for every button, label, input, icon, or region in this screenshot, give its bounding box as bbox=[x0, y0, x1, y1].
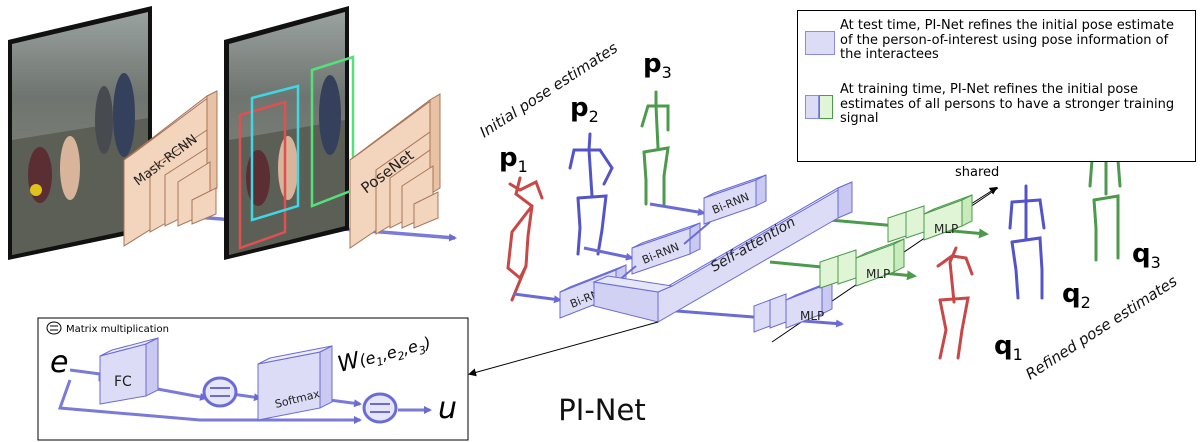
input-image bbox=[8, 6, 152, 260]
legend-train-text: At training time, PI-Net refines the ini… bbox=[840, 82, 1175, 126]
q1-label: q1 bbox=[994, 331, 1023, 364]
inset-pointer-arrow bbox=[468, 321, 659, 377]
pose-p1-figure bbox=[506, 176, 544, 302]
matmul-legend-icon bbox=[46, 321, 62, 335]
mlp-block-green-2: MLP bbox=[887, 194, 973, 243]
e-label: e bbox=[50, 345, 68, 380]
diagram-title: PI-Net bbox=[558, 393, 646, 427]
svg-text:MLP: MLP bbox=[934, 222, 958, 236]
p3-label: p3 bbox=[643, 49, 672, 82]
initial-poses-label: Initial pose estimates bbox=[476, 39, 621, 142]
mask-rcnn-block: Mask-RCNN bbox=[123, 90, 218, 247]
p2-label: p2 bbox=[570, 93, 599, 126]
matmul-op-1 bbox=[202, 376, 238, 408]
input-arrow-2 bbox=[583, 246, 634, 261]
u-label: u bbox=[438, 391, 457, 426]
pose-q3-figure bbox=[1088, 146, 1122, 262]
legend-swatch-train bbox=[805, 95, 833, 119]
bi-rnn-block-2: Bi-RNN bbox=[631, 222, 701, 275]
pose-q2-figure bbox=[1008, 184, 1046, 300]
legend-test-text: At test time, PI-Net refines the initial… bbox=[840, 18, 1174, 62]
matmul-op-2 bbox=[362, 392, 398, 424]
legend-box: At test time, PI-Net refines the initial… bbox=[797, 10, 1196, 162]
shared-label: shared bbox=[955, 165, 999, 180]
mlp-block-green-1: MLP bbox=[819, 238, 905, 289]
p1-label: p1 bbox=[499, 143, 528, 176]
pose-p2-figure bbox=[568, 132, 614, 256]
self-attention-block: Self-attention bbox=[592, 181, 853, 323]
pose-p3-figure bbox=[640, 90, 670, 206]
red-bbox bbox=[238, 100, 287, 250]
svg-text:MLP: MLP bbox=[800, 309, 824, 323]
legend-swatch-test bbox=[805, 31, 835, 55]
bi-rnn-block-3: Bi-RNN bbox=[703, 174, 767, 225]
pose-q1-figure bbox=[936, 246, 974, 360]
input-arrow-3 bbox=[649, 202, 706, 216]
refined-poses-label: Refined pose estimates bbox=[1022, 272, 1180, 383]
detection-image bbox=[224, 6, 355, 260]
w-label: W(e1,e2,e3) bbox=[335, 329, 433, 379]
bi-rnn-link-2 bbox=[683, 221, 711, 245]
mlp-block-blue: MLP bbox=[753, 280, 833, 333]
inset-flow-bottom bbox=[57, 379, 362, 424]
attention-inset: Matrix multiplication FC Softmax e u W(e… bbox=[37, 317, 469, 441]
input-arrow-1 bbox=[513, 292, 562, 304]
svg-text:MLP: MLP bbox=[866, 267, 890, 281]
matmul-legend-label: Matrix multiplication bbox=[66, 324, 169, 335]
q3-label: q3 bbox=[1132, 239, 1161, 272]
fc-label: FC bbox=[114, 374, 132, 390]
cyan-bbox bbox=[250, 84, 300, 222]
q2-label: q2 bbox=[1062, 279, 1091, 312]
posenet-block: PoseNet bbox=[349, 93, 441, 249]
